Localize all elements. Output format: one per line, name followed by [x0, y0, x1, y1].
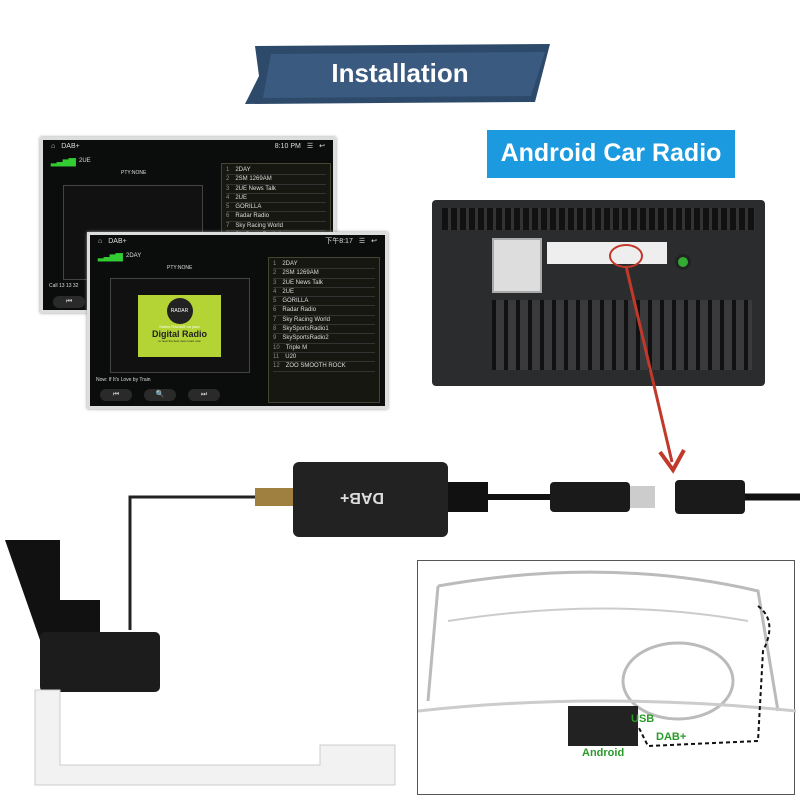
next-button[interactable]: ⏭	[188, 389, 220, 401]
pty: PTY:NONE	[121, 170, 147, 176]
antenna-strip	[5, 540, 100, 640]
connector	[492, 238, 542, 293]
title-banner	[245, 44, 550, 104]
antenna-film	[34, 689, 396, 786]
status-text: Call 13 13 32	[49, 283, 79, 289]
search-button[interactable]: 🔍	[144, 389, 176, 401]
sma-connector	[255, 488, 295, 506]
red-arrow	[624, 265, 674, 463]
art-line3: to hear the best new music now	[158, 339, 201, 343]
dab-label: DAB+	[656, 731, 687, 743]
station-name: 2UE	[79, 158, 91, 164]
highlight-circle	[609, 244, 643, 268]
screen-front: ⌂ DAB+ 下午8:17 ☰ ↩ ▂▃▅▆ 2DAY PTY:NONE RADAR S…	[87, 232, 388, 409]
home-icon: ⌂	[51, 142, 56, 150]
antenna-port	[675, 254, 691, 270]
arrow-head	[658, 449, 686, 474]
app-name: DAB+	[61, 142, 80, 150]
signal-icon: ▂▃▅▆	[51, 156, 76, 166]
usb-cable-plug	[448, 482, 488, 512]
car-install-diagram: USB DAB+ Android	[417, 560, 797, 795]
back-icon[interactable]: ↩	[371, 238, 377, 245]
clock: 下午8:17	[325, 238, 353, 245]
menu-icon[interactable]: ☰	[358, 238, 366, 245]
prev-button[interactable]: ⏮	[53, 296, 85, 308]
menu-icon[interactable]: ☰	[306, 143, 314, 150]
usb-female-socket	[675, 480, 745, 514]
usb-male-plug	[550, 482, 630, 512]
connector	[547, 242, 592, 264]
signal-icon: ▂▃▅▆	[98, 251, 123, 261]
android-label: Android	[582, 747, 625, 759]
clock: 8:10 PM	[274, 142, 301, 150]
antenna-cable	[128, 495, 270, 630]
usb-label: USB	[631, 713, 655, 725]
android-car-radio-label: Android Car Radio	[487, 130, 735, 178]
now-playing: Now: If It's Love by Train	[96, 377, 151, 383]
home-icon: ⌂	[98, 237, 103, 245]
app-name: DAB+	[108, 237, 127, 245]
head-unit-rear	[432, 200, 765, 386]
car-interior-sketch	[417, 570, 797, 748]
album-art: RADAR Select RADAR on your Digital Radio…	[110, 278, 250, 373]
dab-dongle	[293, 462, 448, 537]
dongle-label: DAB+	[340, 489, 385, 506]
radar-artwork: RADAR Select RADAR on your Digital Radio…	[138, 295, 221, 357]
pty: PTY:NONE	[167, 265, 193, 271]
antenna-amplifier	[40, 632, 160, 692]
art-line1: Select RADAR on your	[159, 324, 200, 329]
art-line2: Digital Radio	[151, 329, 207, 339]
back-icon[interactable]: ↩	[319, 143, 325, 150]
station-name: 2DAY	[126, 253, 142, 259]
radar-logo: RADAR	[166, 298, 193, 324]
prev-button[interactable]: ⏮	[100, 389, 132, 401]
page-title: Installation	[331, 58, 469, 88]
